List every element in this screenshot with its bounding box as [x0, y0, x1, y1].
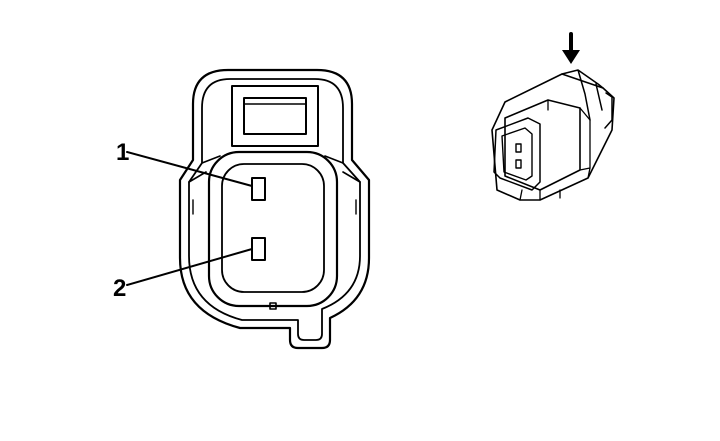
down-arrow-icon — [562, 50, 580, 64]
pin-2-terminal — [251, 237, 266, 261]
pin-2-leader-line — [126, 248, 253, 286]
pin-1-terminal — [251, 177, 266, 201]
side-ribs — [192, 199, 357, 215]
cavity-outer — [207, 150, 339, 308]
outer-shell — [178, 68, 371, 350]
cavity-inner — [221, 163, 325, 293]
iso-pin-1-terminal — [515, 143, 522, 153]
latch-frame — [231, 85, 319, 147]
connector-isometric-view — [491, 32, 615, 201]
connector-face-view — [178, 68, 371, 350]
inner-shell — [188, 78, 361, 341]
iso-cavity — [501, 127, 533, 181]
pin-2-label: 2 — [113, 275, 126, 302]
latch-tab — [243, 97, 307, 135]
iso-latch — [561, 69, 613, 129]
key-notch — [269, 302, 277, 310]
iso-front-face — [493, 117, 541, 191]
pin-1-leader-line — [126, 151, 253, 187]
iso-body-ribs — [519, 99, 591, 201]
shell-bridge — [188, 155, 361, 183]
iso-pin-2-terminal — [515, 159, 522, 169]
pin-1-label: 1 — [116, 139, 129, 166]
